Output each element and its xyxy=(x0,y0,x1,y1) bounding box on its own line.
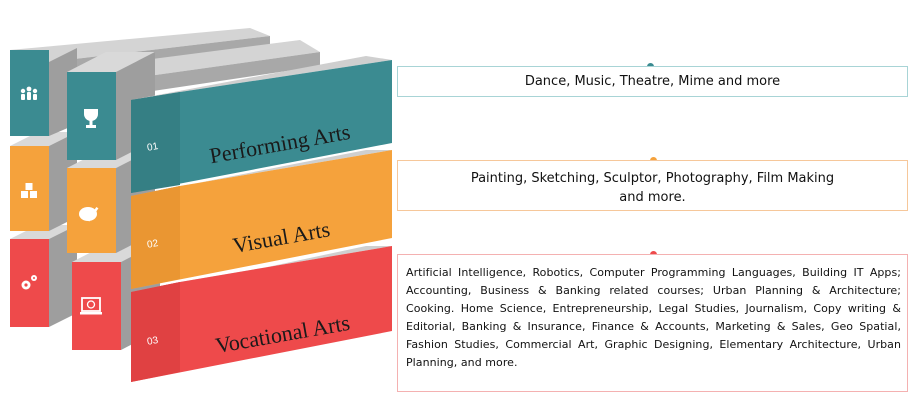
stacked-blocks-diagram: Performing Arts 01 Visual Arts 02 Vocati… xyxy=(10,28,392,382)
performing-arts-description: Dance, Music, Theatre, Mime and more xyxy=(397,66,908,97)
people-icon xyxy=(20,86,38,100)
gears-icon xyxy=(21,275,37,290)
performing-arts-number: 01 xyxy=(146,141,159,154)
vocational-arts-number: 03 xyxy=(146,335,159,348)
palette-brush-icon xyxy=(79,206,99,222)
vocational-arts-row xyxy=(10,225,392,382)
visual-arts-number: 02 xyxy=(146,238,159,251)
visual-arts-description-line: Painting, Sketching, Sculptor, Photograp… xyxy=(470,171,835,186)
laptop-globe-icon xyxy=(80,297,102,315)
performing-arts-row xyxy=(10,28,392,193)
trophy-icon xyxy=(84,109,98,128)
blocks-icon xyxy=(21,183,37,198)
visual-arts-description: Painting, Sketching, Sculptor, Photograp… xyxy=(397,160,908,211)
vocational-arts-description: Artificial Intelligence, Robotics, Compu… xyxy=(397,254,908,392)
visual-arts-description-line: and more. xyxy=(619,190,686,205)
